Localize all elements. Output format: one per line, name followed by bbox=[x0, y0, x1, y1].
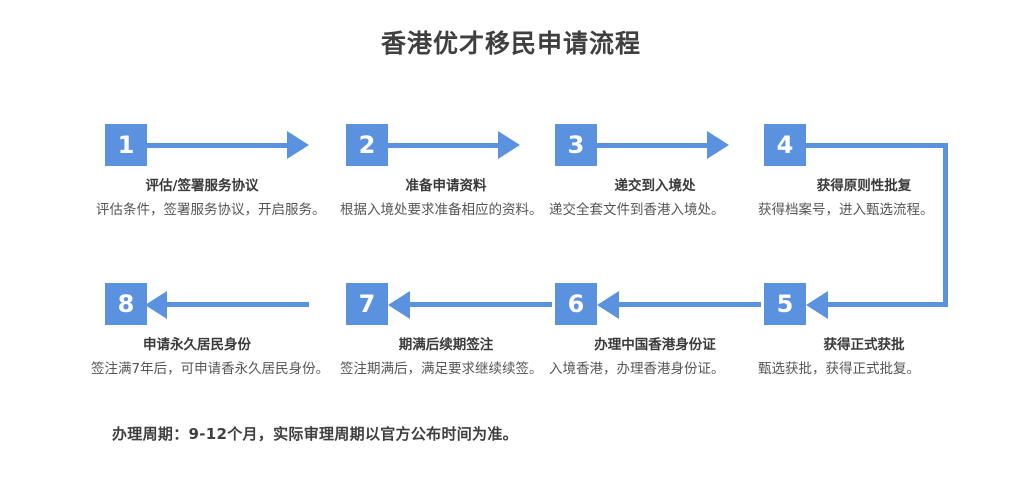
step-desc-6: 入境香港，办理香港身份证。 bbox=[549, 361, 725, 377]
step-title-4: 获得原则性批复 bbox=[816, 178, 912, 194]
step-text-2: 准备申请资料 根据入境处要求准备相应的资料。 bbox=[340, 176, 552, 221]
elbow-step4-to-step5-bottom bbox=[828, 302, 948, 307]
step-box-1[interactable]: 1 bbox=[105, 124, 147, 166]
elbow-step4-to-step5-side bbox=[943, 143, 948, 307]
step-text-4: 获得原则性批复 获得档案号，进入甄选流程。 bbox=[758, 176, 970, 221]
step-text-6: 办理中国香港身份证 入境香港，办理香港身份证。 bbox=[549, 335, 761, 380]
arrow-step1-to-step2-head bbox=[287, 131, 309, 159]
arrow-step5-to-step6-head bbox=[597, 291, 619, 319]
step-text-5: 获得正式获批 甄选获批，获得正式批复。 bbox=[758, 335, 970, 380]
step-title-1: 评估/签署服务协议 bbox=[145, 178, 259, 194]
step-box-6[interactable]: 6 bbox=[555, 283, 597, 325]
step-desc-8: 签注满7年后，可申请香永久居民身份。 bbox=[91, 361, 330, 377]
arrow-step3-to-step4-head bbox=[707, 131, 729, 159]
step-text-7: 期满后续期签注 签注期满后，满足要求继续续签。 bbox=[340, 335, 552, 380]
arrow-step7-to-step8-head bbox=[145, 291, 167, 319]
arrow-step6-to-step7-head bbox=[388, 291, 410, 319]
arrow-step2-to-step3-head bbox=[498, 131, 520, 159]
arrow-step2-to-step3-line bbox=[388, 143, 498, 148]
step-text-1: 评估/签署服务协议 评估条件，签署服务协议，开启服务。 bbox=[96, 176, 326, 221]
step-title-6: 办理中国香港身份证 bbox=[594, 337, 716, 353]
step-desc-7: 签注期满后，满足要求继续续签。 bbox=[340, 361, 543, 377]
arrow-step1-to-step2-line bbox=[145, 143, 287, 148]
step-title-8: 申请永久居民身份 bbox=[143, 337, 251, 353]
processing-time-note: 办理周期：9-12个月，实际审理周期以官方公布时间为准。 bbox=[112, 425, 518, 443]
step-desc-1: 评估条件，签署服务协议，开启服务。 bbox=[96, 202, 326, 218]
step-box-7[interactable]: 7 bbox=[346, 283, 388, 325]
arrow-step7-to-step8-line bbox=[167, 302, 309, 307]
step-title-5: 获得正式获批 bbox=[823, 337, 905, 353]
step-box-8[interactable]: 8 bbox=[105, 283, 147, 325]
page-title: 香港优才移民申请流程 bbox=[380, 29, 641, 58]
step-desc-3: 递交全套文件到香港入境处。 bbox=[549, 202, 725, 218]
step-box-3[interactable]: 3 bbox=[555, 124, 597, 166]
step-desc-2: 根据入境处要求准备相应的资料。 bbox=[340, 202, 543, 218]
step-desc-5: 甄选获批，获得正式批复。 bbox=[758, 361, 920, 377]
step-title-7: 期满后续期签注 bbox=[398, 337, 494, 353]
step-box-4[interactable]: 4 bbox=[764, 124, 806, 166]
elbow-step4-to-step5-top bbox=[806, 143, 948, 148]
arrow-step5-to-step6-line bbox=[619, 302, 761, 307]
step-text-8: 申请永久居民身份 签注满7年后，可申请香永久居民身份。 bbox=[91, 335, 330, 380]
step-title-3: 递交到入境处 bbox=[614, 178, 696, 194]
step-title-2: 准备申请资料 bbox=[405, 178, 487, 194]
step-box-2[interactable]: 2 bbox=[346, 124, 388, 166]
arrow-step6-to-step7-line bbox=[410, 302, 552, 307]
arrow-step3-to-step4-line bbox=[597, 143, 707, 148]
elbow-step4-to-step5-head bbox=[806, 291, 828, 319]
step-desc-4: 获得档案号，进入甄选流程。 bbox=[758, 202, 934, 218]
step-box-5[interactable]: 5 bbox=[764, 283, 806, 325]
step-text-3: 递交到入境处 递交全套文件到香港入境处。 bbox=[549, 176, 761, 221]
